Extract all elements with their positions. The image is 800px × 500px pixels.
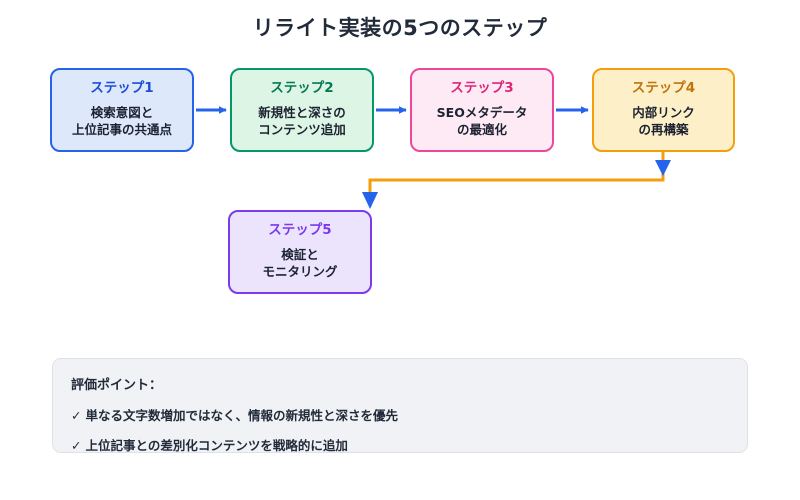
step-box-2[interactable]: ステップ2 新規性と深さの コンテンツ追加: [230, 68, 374, 152]
evaluation-point-item: ✓単なる文字数増加ではなく、情報の新規性と深さを優先: [71, 405, 729, 424]
step-2-label: ステップ2: [270, 80, 334, 97]
step-3-description: SEOメタデータ の最適化: [436, 105, 528, 137]
step-1-description: 検索意図と 上位記事の共通点: [71, 105, 172, 137]
arrowhead-step5-entry: [362, 192, 378, 209]
step-box-5[interactable]: ステップ5 検証と モニタリング: [228, 210, 372, 294]
check-icon: ✓: [71, 408, 82, 423]
step-2-description: 新規性と深さの コンテンツ追加: [258, 105, 346, 137]
evaluation-point-text: 上位記事との差別化コンテンツを戦略的に追加: [85, 438, 348, 453]
step-1-label: ステップ1: [90, 80, 154, 97]
step-box-1[interactable]: ステップ1 検索意図と 上位記事の共通点: [50, 68, 194, 152]
step-4-label: ステップ4: [631, 80, 696, 97]
step-3-label: ステップ3: [450, 80, 514, 97]
page-title: リライト実装の5つのステップ: [252, 16, 548, 40]
wrap-line-step4-step5: [368, 152, 665, 206]
arrowhead-step4-descent: [655, 160, 671, 176]
step-box-3[interactable]: ステップ3 SEOメタデータ の最適化: [410, 68, 554, 152]
evaluation-points-title: 評価ポイント：: [71, 378, 163, 393]
evaluation-points-panel: 評価ポイント： ✓単なる文字数増加ではなく、情報の新規性と深さを優先 ✓上位記事…: [52, 358, 748, 453]
step-5-description: 検証と モニタリング: [262, 247, 338, 279]
check-icon: ✓: [71, 438, 82, 453]
evaluation-point-text: 単なる文字数増加ではなく、情報の新規性と深さを優先: [85, 408, 398, 423]
step-box-4[interactable]: ステップ4 内部リンク の再構築: [592, 68, 735, 152]
evaluation-point-item: ✓上位記事との差別化コンテンツを戦略的に追加: [71, 435, 729, 454]
step-4-description: 内部リンク の再構築: [632, 105, 695, 137]
step-5-label: ステップ5: [268, 222, 332, 239]
